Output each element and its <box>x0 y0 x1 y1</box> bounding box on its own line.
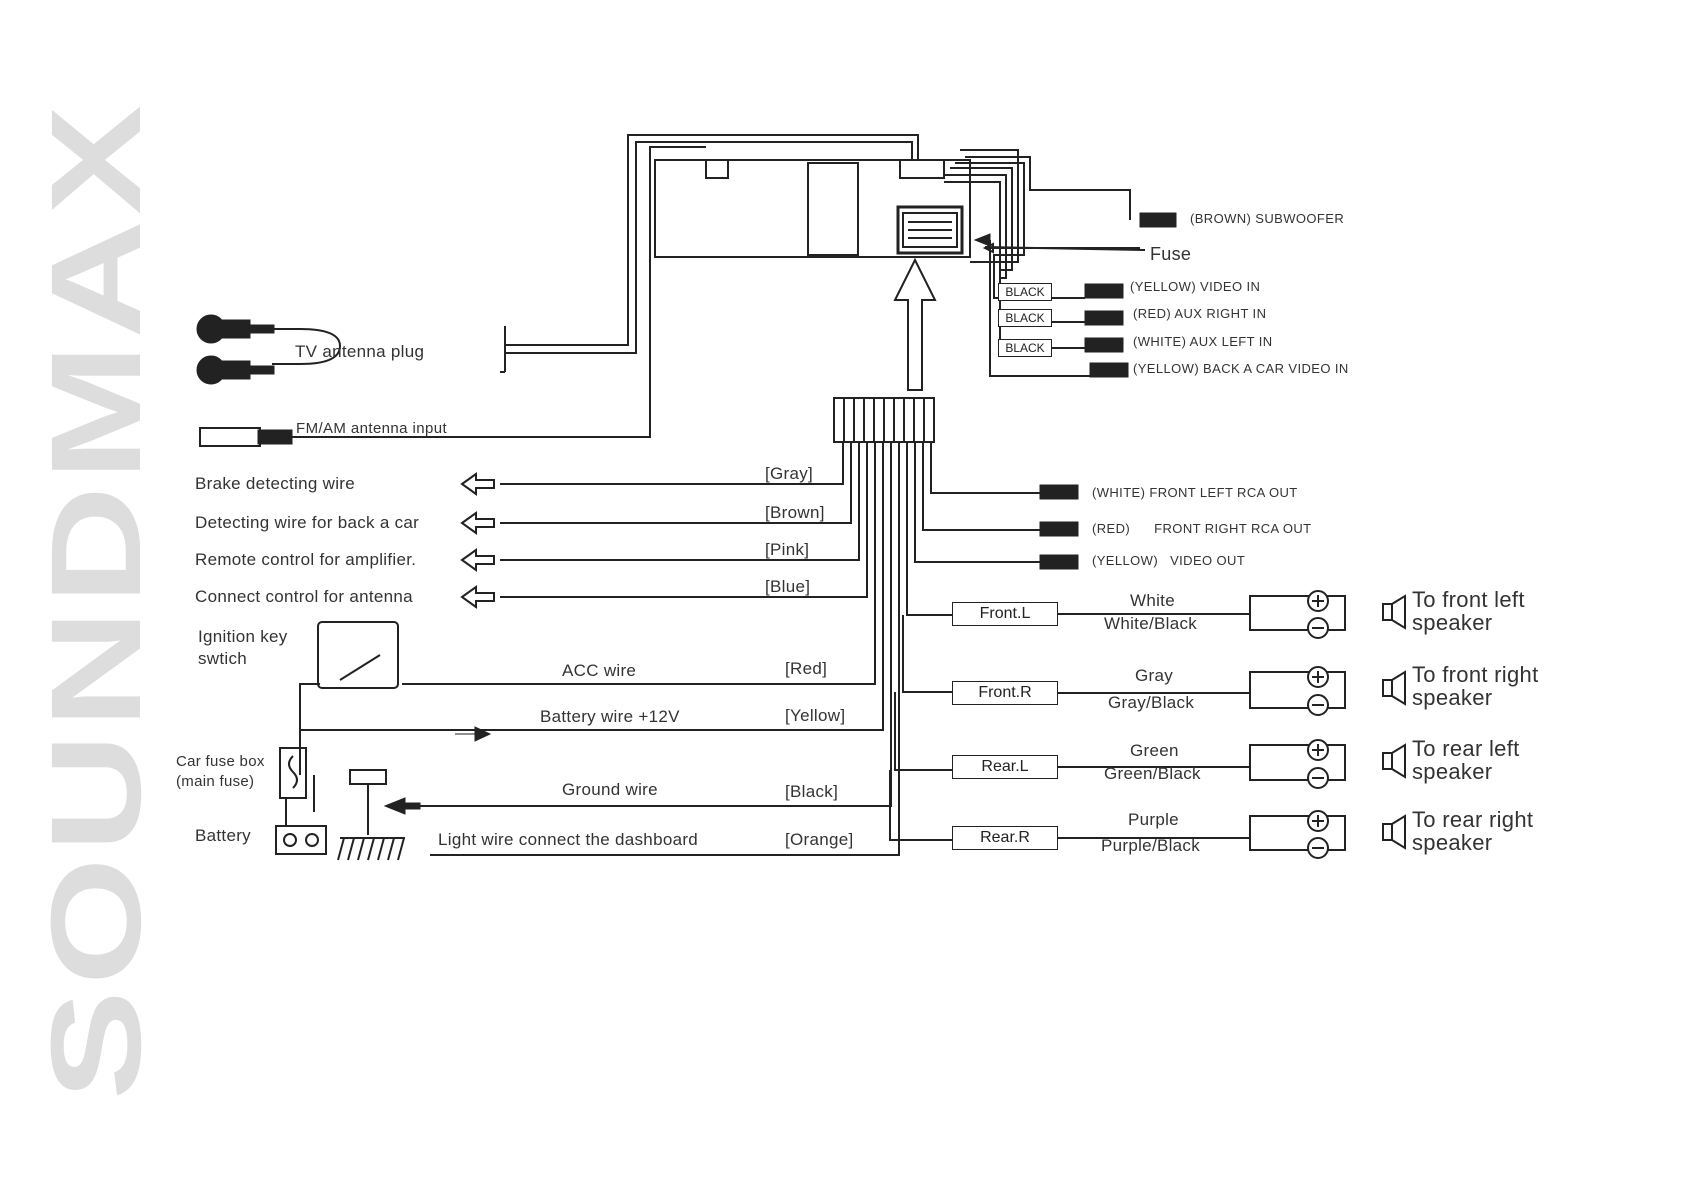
rear-right-box: Rear.R <box>952 826 1058 850</box>
soundmax-watermark: SOUNDMAX <box>45 100 155 1100</box>
rear-left-box: Rear.L <box>952 755 1058 779</box>
brake-wire-label: Brake detecting wire <box>195 474 356 493</box>
front-right-box: Front.R <box>952 681 1058 705</box>
plug-in-arrow <box>893 257 937 391</box>
battery-wire-label: Battery wire +12V <box>540 707 680 726</box>
amplifier-wire-label: Remote control for amplifier. <box>195 550 417 569</box>
battery-wire-color: [Yellow] <box>785 706 846 725</box>
tv-antenna-wire <box>272 328 342 365</box>
front-left-speaker-label: To front left speaker <box>1412 587 1525 635</box>
battery-icon <box>275 825 327 855</box>
fm-am-antenna-label: FM/AM antenna input <box>296 420 448 437</box>
front-left-pos-wire: White <box>1130 591 1175 610</box>
car-fuse-box <box>279 747 307 799</box>
black-tag: BLACK <box>998 283 1052 301</box>
aux-right-in-label: (RED) AUX RIGHT IN <box>1133 306 1267 321</box>
video-out-label: (YELLOW) VIDEO OUT <box>1092 553 1246 568</box>
ground-wire-label: Ground wire <box>562 780 658 799</box>
brake-arrow <box>460 472 495 496</box>
ignition-key-label: Ignition key swtich <box>198 627 288 668</box>
speaker-icons <box>1382 594 1406 850</box>
amplifier-wire-color: [Pink] <box>765 540 810 559</box>
front-left-neg-wire: White/Black <box>1104 614 1198 633</box>
acc-wire-color: [Red] <box>785 659 828 678</box>
ignition-switch <box>317 621 399 689</box>
light-wire-label: Light wire connect the dashboard <box>438 830 699 849</box>
rear-right-speaker-label: To rear right speaker <box>1412 807 1534 855</box>
head-unit <box>654 159 971 258</box>
brake-wire-color: [Gray] <box>765 464 814 483</box>
back-car-video-in-label: (YELLOW) BACK A CAR VIDEO IN <box>1133 361 1349 376</box>
rear-left-neg-wire: Green/Black <box>1104 764 1201 783</box>
ground-symbol <box>337 769 405 861</box>
rear-left-pos-wire: Green <box>1130 741 1179 760</box>
fuse-label: Fuse <box>1150 244 1192 264</box>
car-fuse-box-label: Car fuse box (main fuse) <box>176 753 265 790</box>
front-left-box: Front.L <box>952 602 1058 626</box>
black-tag: BLACK <box>998 309 1052 327</box>
front-right-speaker-label: To front right speaker <box>1412 662 1539 710</box>
ground-wire-color: [Black] <box>785 782 839 801</box>
back-car-wire-label: Detecting wire for back a car <box>195 513 420 532</box>
watermark-text: SOUNDMAX <box>45 100 155 1100</box>
rear-right-pos-wire: Purple <box>1128 810 1179 829</box>
front-right-rca-out-label: (RED) FRONT RIGHT RCA OUT <box>1092 521 1312 536</box>
tv-antenna-plug-label: TV antenna plug <box>295 342 425 361</box>
battery-label: Battery <box>195 826 251 845</box>
antenna-control-wire-color: [Blue] <box>765 577 811 596</box>
fm-am-antenna-wire <box>290 146 706 438</box>
light-wire-color: [Orange] <box>785 830 854 849</box>
front-right-pos-wire: Gray <box>1135 666 1174 685</box>
rear-right-neg-wire: Purple/Black <box>1101 836 1201 855</box>
front-right-neg-wire: Gray/Black <box>1108 693 1195 712</box>
subwoofer-label: (BROWN) SUBWOOFER <box>1190 211 1345 226</box>
speaker-terminals <box>1249 595 1346 851</box>
video-in-label: (YELLOW) VIDEO IN <box>1130 279 1261 294</box>
black-tag: BLACK <box>998 339 1052 357</box>
rear-left-speaker-label: To rear left speaker <box>1412 736 1520 784</box>
antenna-control-wire-label: Connect control for antenna <box>195 587 413 606</box>
aux-left-in-label: (WHITE) AUX LEFT IN <box>1133 334 1273 349</box>
back-car-wire-color: [Brown] <box>765 503 825 522</box>
front-left-rca-out-label: (WHITE) FRONT LEFT RCA OUT <box>1092 485 1298 500</box>
main-connector <box>896 205 964 255</box>
acc-wire-label: ACC wire <box>562 661 637 680</box>
